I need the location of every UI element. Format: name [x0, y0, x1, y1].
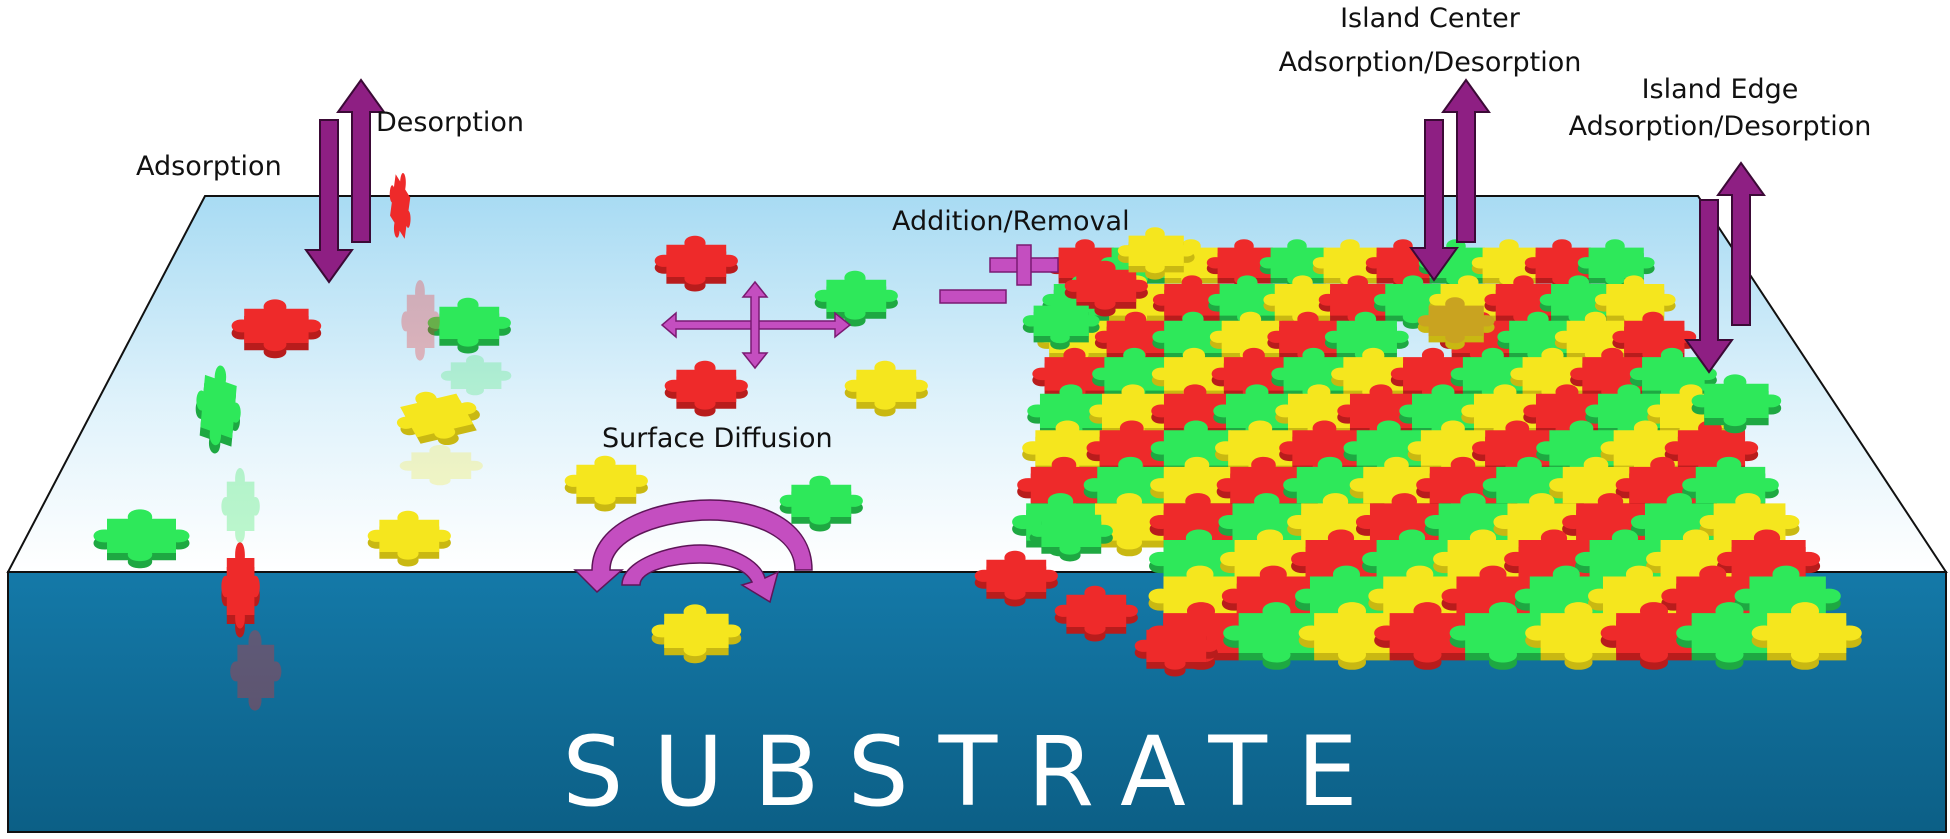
island-center-desorption-arrow	[1441, 78, 1491, 243]
plus-icon	[989, 244, 1059, 286]
label-island-center: Island Center Adsorption/Desorption	[1230, 2, 1630, 79]
adsorption-arrow	[304, 119, 354, 284]
label-island-edge-line2: Adsorption/Desorption	[1568, 111, 1872, 142]
desorption-arrow	[336, 78, 386, 243]
label-island-edge: Island Edge Adsorption/Desorption	[1520, 73, 1920, 143]
label-island-center-line1: Island Center	[1340, 3, 1520, 34]
substrate-label: SUBSTRATE	[562, 716, 1388, 828]
label-desorption: Desorption	[376, 107, 524, 138]
label-addition-removal: Addition/Removal	[892, 206, 1130, 237]
label-surface-diffusion: Surface Diffusion	[602, 423, 833, 454]
island-edge-desorption-arrow	[1716, 161, 1766, 326]
label-island-center-line2: Adsorption/Desorption	[1278, 47, 1582, 78]
island-edge-adsorption-arrow	[1684, 199, 1734, 374]
diffusion-cross-arrow	[660, 280, 852, 370]
minus-icon	[939, 289, 1007, 304]
island-center-adsorption-arrow	[1409, 119, 1459, 282]
label-island-edge-line1: Island Edge	[1641, 74, 1799, 105]
label-adsorption: Adsorption	[136, 151, 282, 182]
rotation-arrows	[573, 499, 813, 604]
